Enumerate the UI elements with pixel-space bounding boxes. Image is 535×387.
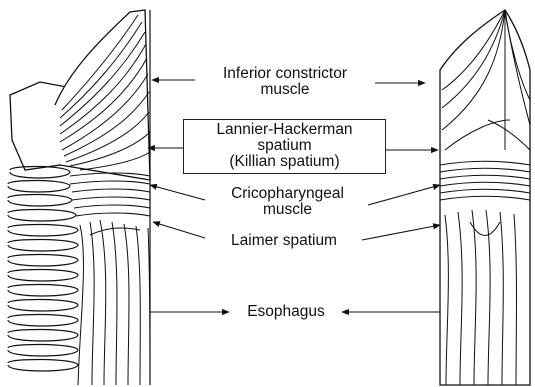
- arrow-cricopharyngeal-left: [150, 185, 205, 200]
- label-lannier-hackerman-box: Lannier-Hackerman spatium (Killian spati…: [183, 119, 386, 174]
- arrow-laimer-right: [362, 225, 440, 240]
- label-inferior-constrictor: Inferior constrictor muscle: [193, 66, 377, 98]
- label-inferior-constrictor-line1: Inferior constrictor: [193, 66, 377, 82]
- esophagus-fibers-left: [78, 220, 150, 385]
- label-cricopharyngeal-line2: muscle: [205, 202, 370, 218]
- cricopharyngeal-bands-left: [70, 173, 150, 216]
- label-inferior-constrictor-line2: muscle: [193, 82, 377, 98]
- label-lannier-hackerman-line3: (Killian spatium): [196, 154, 373, 170]
- left-lateral-view: [8, 10, 150, 385]
- arrow-laimer-left: [153, 222, 205, 238]
- arrow-cricopharyngeal-right: [368, 185, 440, 205]
- trachea-rings: [8, 166, 78, 371]
- label-lannier-hackerman-line2: spatium: [196, 138, 373, 154]
- inferior-constrictor-outline: [55, 10, 150, 180]
- label-cricopharyngeal-line1: Cricopharyngeal: [205, 186, 370, 202]
- right-posterior-view: [440, 10, 530, 385]
- label-esophagus: Esophagus: [232, 304, 340, 320]
- label-cricopharyngeal: Cricopharyngeal muscle: [205, 186, 370, 218]
- label-lannier-hackerman-line1: Lannier-Hackerman: [196, 122, 373, 138]
- label-laimer-spatium: Laimer spatium: [206, 233, 362, 249]
